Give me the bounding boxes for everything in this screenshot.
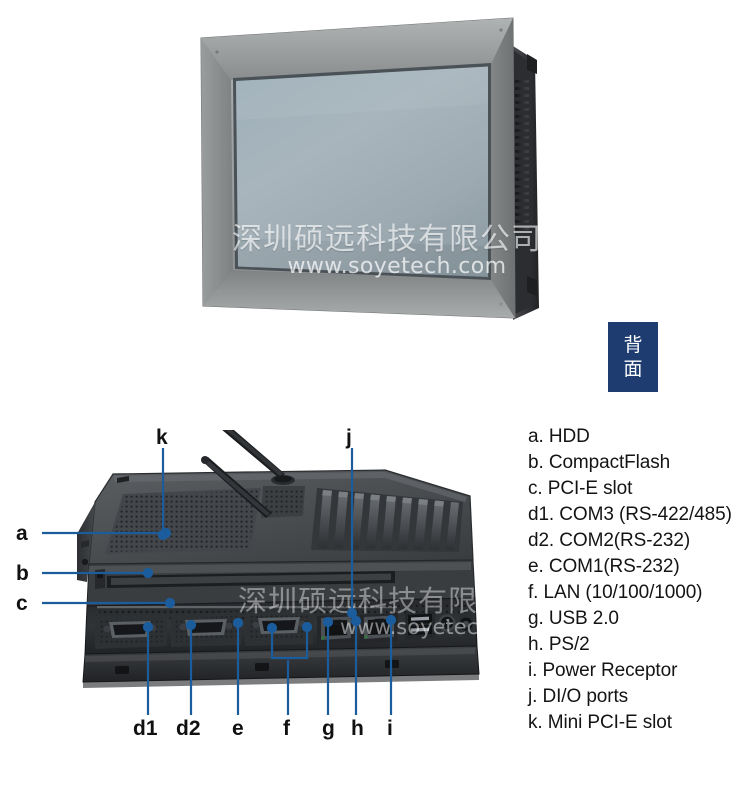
view-badge-line1: 背 [623,333,643,356]
legend-item-e: e. COM1(RS-232) [528,556,680,577]
legend-item-c: c. PCI-E slot [528,478,633,499]
legend-item-k: k. Mini PCI-E slot [528,712,672,733]
antenna-graphic [201,456,272,518]
legend-item-h: h. PS/2 [528,634,590,655]
callout-label-e: e [232,717,244,740]
view-badge-rear: 背 面 [608,322,658,392]
callout-label-b: b [16,562,29,585]
legend-item-b: b. CompactFlash [528,452,671,473]
callout-label-f: f [283,717,290,740]
rear-view-image [55,430,520,690]
legend-item-f: f. LAN (10/100/1000) [528,582,703,603]
callout-label-i: i [387,717,393,740]
callout-label-d1: d1 [133,717,158,740]
legend-item-g: g. USB 2.0 [528,608,619,629]
legend-item-i: i. Power Receptor [528,660,678,681]
legend-list: a. HDD b. CompactFlash c. PCI-E slot d1.… [528,424,746,736]
callout-label-a: a [16,522,28,545]
callout-label-j: j [346,426,352,449]
legend-item-d1: d1. COM3 (RS-422/485) [528,504,732,525]
legend-item-a: a. HDD [528,426,590,447]
callout-label-c: c [16,592,28,615]
callout-label-h: h [351,717,364,740]
front-view-image [195,8,555,340]
view-badge-line2: 面 [623,358,643,380]
legend-item-j: j. DI/O ports [528,686,629,707]
callout-label-k: k [156,426,168,449]
legend-item-d2: d2. COM2(RS-232) [528,530,691,551]
callout-label-g: g [322,717,335,740]
callout-label-d2: d2 [176,717,201,740]
